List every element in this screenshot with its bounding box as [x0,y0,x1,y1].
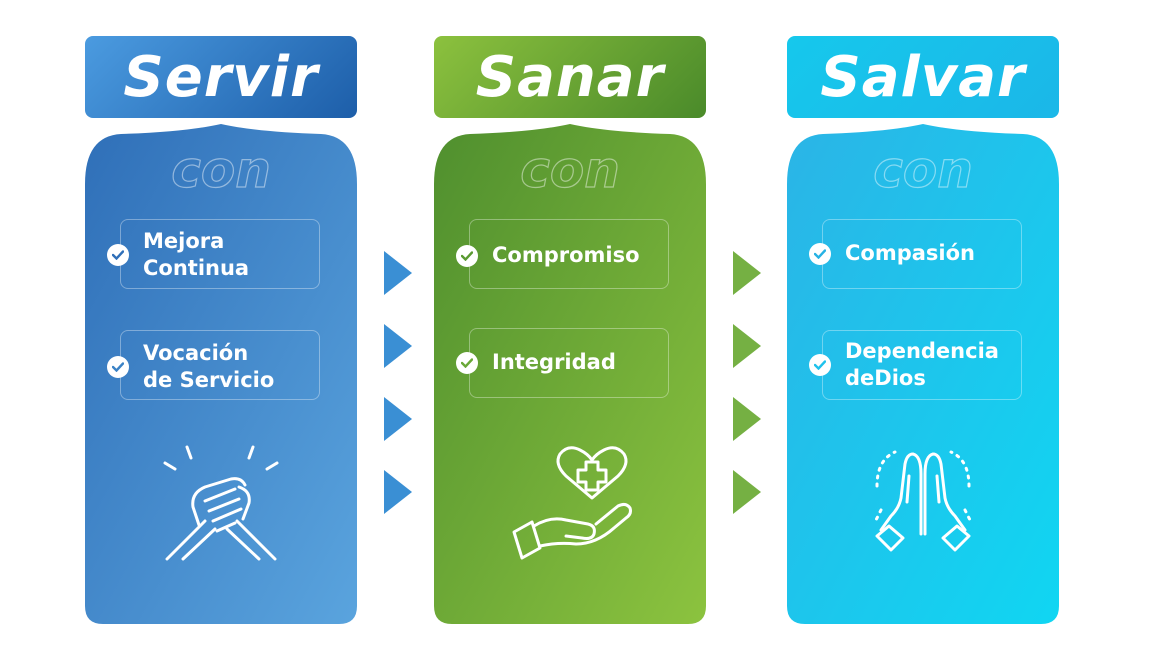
value-label: Mejora Continua [143,229,250,280]
arrow-right-icon [733,470,761,514]
arrow-right-icon [384,251,412,295]
title-tab-servir: Servir [85,36,357,118]
card-body-servir [85,124,357,624]
column-sanar: Sanar con Compromiso Integridad [434,36,706,624]
arrow-right-icon [733,251,761,295]
arrow-right-icon [384,470,412,514]
value-label: Integridad [492,350,616,374]
column-title: Salvar [820,44,1026,110]
title-tab-salvar: Salvar [787,36,1059,118]
arrow-right-icon [384,397,412,441]
value-item: Integridad [456,349,616,376]
card-body-sanar [434,124,706,624]
column-title: Servir [123,44,319,110]
card-body-salvar [787,124,1059,624]
connector-word: con [171,140,272,199]
arrow-right-icon [384,324,412,368]
value-item: Vocación de Servicio [107,340,274,394]
value-item: Dependencia deDios [809,338,999,392]
column-title: Sanar [475,44,665,110]
value-label: Compasión [845,241,975,265]
check-icon [809,354,831,376]
title-tab-sanar: Sanar [434,36,706,118]
value-label: Dependencia deDios [845,339,999,390]
value-label: Compromiso [492,243,640,267]
value-item: Compromiso [456,242,640,269]
praying-hands-icon [873,450,973,552]
arrow-right-icon [733,397,761,441]
connector-word: con [873,140,974,199]
check-icon [456,244,478,267]
handshake-icon [163,445,279,561]
value-item: Mejora Continua [107,228,249,282]
check-icon [809,242,831,265]
connector-word: con [520,140,621,199]
column-salvar: Salvar con Compasión Dependencia deDios [787,36,1059,624]
check-icon [107,244,129,266]
column-servir: Servir con Mejora Continua Vocación de S… [85,36,357,624]
value-item: Compasión [809,240,975,267]
heart-hand-icon [512,446,632,560]
check-icon [456,351,478,374]
check-icon [107,356,129,378]
value-label: Vocación de Servicio [143,341,275,392]
arrow-right-icon [733,324,761,368]
